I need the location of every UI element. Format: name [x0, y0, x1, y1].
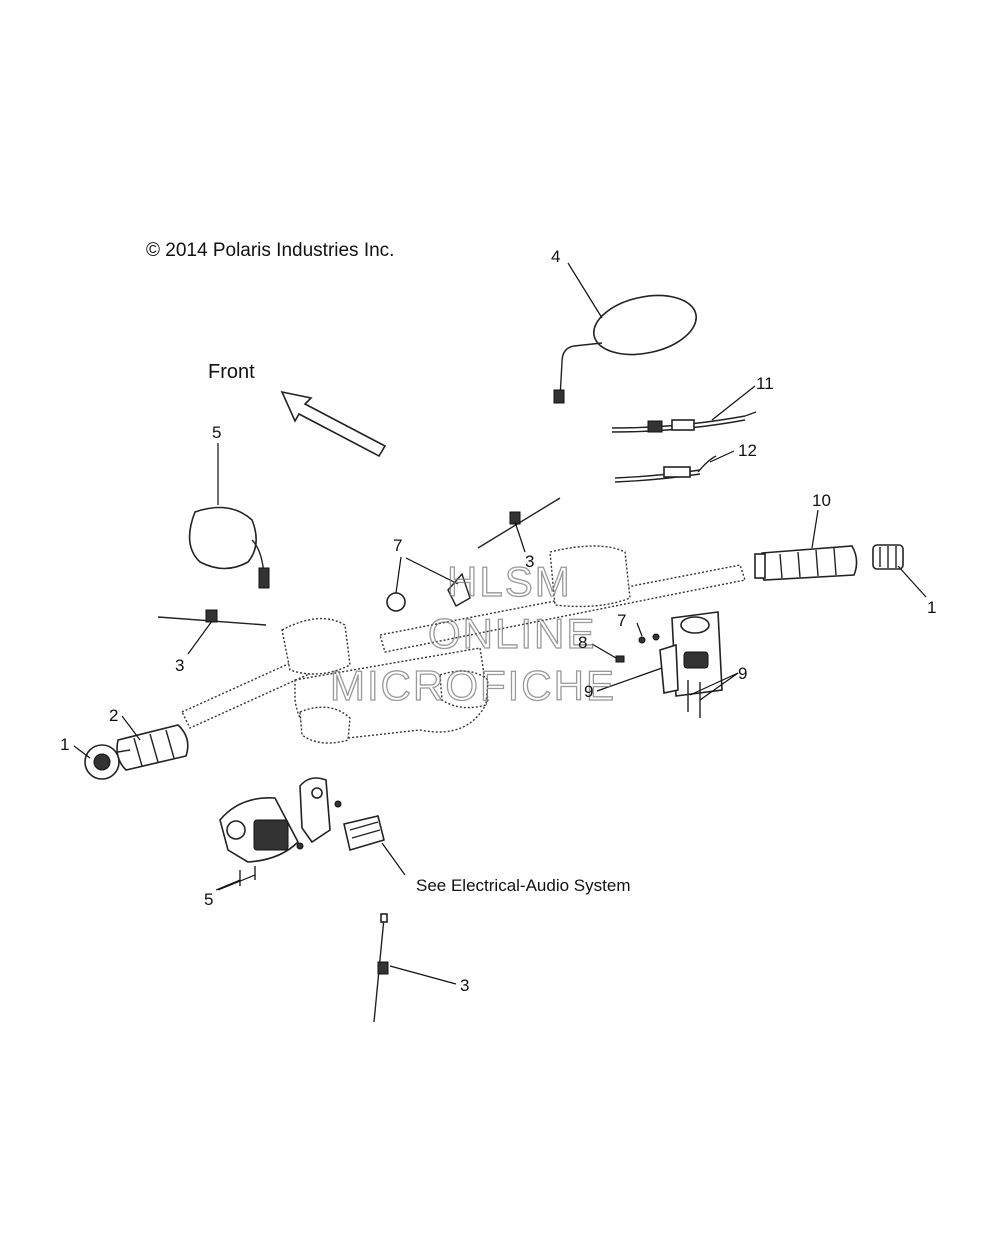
left-switch-housing	[219, 797, 299, 886]
watermark-line-1: HLSM	[447, 558, 572, 605]
left-mirror	[188, 506, 270, 589]
cable-tie-bottom	[373, 913, 389, 1023]
right-mirror	[553, 294, 697, 404]
left-grip	[116, 724, 189, 771]
right-grip	[754, 545, 858, 581]
callout-4: 4	[551, 247, 560, 266]
audio-module	[343, 815, 385, 852]
watermark: HLSM ONLINE MICROFICHE	[329, 557, 616, 709]
callout-2: 2	[109, 706, 118, 725]
left-bar-end	[84, 744, 131, 780]
watermark-line-3: MICROFICHE	[330, 662, 616, 709]
callout-10: 10	[812, 491, 831, 510]
handlebar-assembly	[181, 545, 746, 744]
cable-tie-upper	[477, 497, 561, 549]
callout-3: 3	[525, 552, 534, 571]
cable-11	[611, 411, 757, 433]
callout-9: 9	[738, 664, 747, 683]
callout-1: 1	[60, 735, 69, 754]
mount-bracket	[296, 777, 354, 850]
front-arrow-icon	[280, 390, 387, 458]
callout-12: 12	[738, 441, 757, 460]
callout-6: 7	[393, 536, 402, 555]
callout-3: 3	[175, 656, 184, 675]
callout-7: 7	[617, 611, 626, 630]
callout-3: 3	[460, 976, 469, 995]
see-electrical-note: See Electrical-Audio System	[416, 876, 630, 895]
callout-11: 11	[756, 374, 774, 393]
callout-1: 1	[927, 598, 936, 617]
right-switch-housing	[615, 611, 723, 718]
callout-5: 5	[204, 890, 213, 909]
callout-8: 9	[584, 682, 593, 701]
callout-7: 8	[578, 633, 587, 652]
cable-12	[614, 455, 717, 483]
front-direction-label: Front	[208, 361, 255, 383]
copyright-text: © 2014 Polaris Industries Inc.	[146, 240, 394, 261]
watermark-line-2: ONLINE	[428, 610, 596, 657]
leader-lines	[73, 262, 927, 985]
cable-tie-left	[157, 609, 267, 626]
right-bar-end	[872, 544, 904, 570]
callout-4: 5	[212, 423, 221, 442]
